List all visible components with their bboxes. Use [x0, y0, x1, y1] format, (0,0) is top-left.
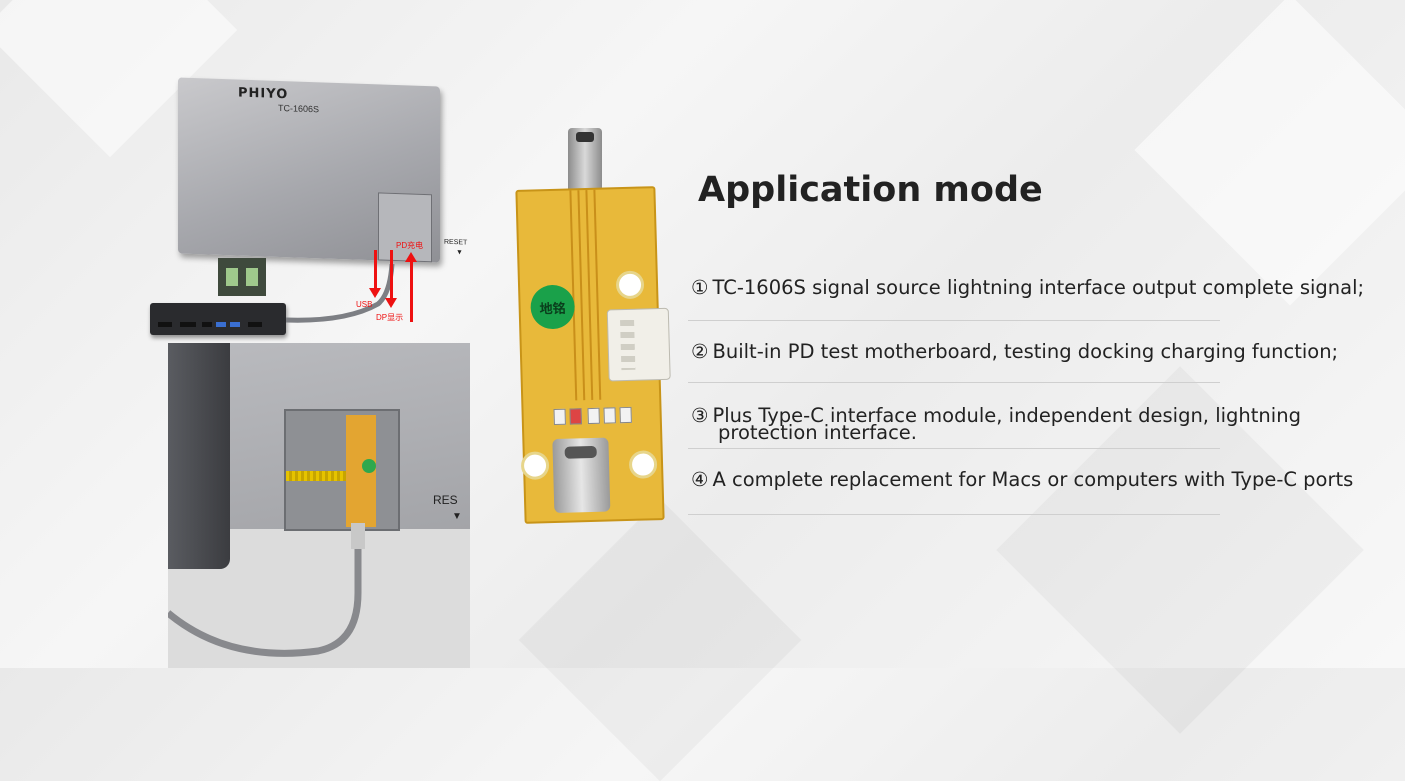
- green-module: [246, 268, 258, 286]
- item-number: ④: [691, 468, 709, 491]
- divider: [688, 514, 1220, 515]
- pcb-trace: [585, 190, 594, 400]
- port-opening: [284, 409, 400, 531]
- item-text: TC-1606S signal source lightning interfa…: [712, 276, 1365, 299]
- item-number: ①: [691, 276, 709, 299]
- item-text: Plus Type-C interface module, independen…: [712, 404, 1301, 427]
- type-c-cable: [168, 523, 365, 657]
- item-text-continuation: protection interface.: [718, 421, 917, 444]
- reset-triangle-icon: ▼: [456, 249, 463, 257]
- device-body: PHIYO TC-1606S RESET ▼: [178, 77, 467, 263]
- pcb-trace: [577, 190, 586, 401]
- closeup-photo: RES ▼: [168, 343, 470, 668]
- mounting-hole: [615, 270, 645, 300]
- reset-triangle-icon: ▼: [452, 511, 462, 522]
- usb-c-port: [552, 437, 611, 514]
- reset-label-closeup: RES: [433, 493, 458, 507]
- page-title: Application mode: [698, 170, 1043, 210]
- reset-label: RESET: [444, 238, 468, 247]
- hub-port: [180, 322, 196, 327]
- hub-port: [202, 322, 212, 327]
- smd-component: [553, 408, 566, 426]
- green-stamp: 地铭: [530, 284, 576, 330]
- divider: [688, 382, 1220, 383]
- item-number: ②: [691, 340, 709, 363]
- usb-hub-closeup: [168, 343, 230, 569]
- smd-component: [569, 408, 582, 425]
- hub-port-hdmi: [248, 322, 262, 327]
- background-diamond: [519, 499, 802, 781]
- usb-hub: [150, 303, 286, 335]
- wire-bundle: [286, 471, 346, 481]
- device-brand: PHIYO: [238, 85, 289, 103]
- pcb-photo: 地铭: [496, 124, 672, 524]
- arrow-down-icon: [369, 250, 381, 298]
- smd-component: [603, 407, 616, 424]
- usb-c-plug: [568, 128, 602, 190]
- pcb-board: 地铭: [515, 186, 671, 524]
- device-photo: PHIYO TC-1606S RESET ▼ PD充电 USB DP显示: [150, 77, 470, 338]
- hub-cable: [286, 264, 395, 323]
- green-stamp-closeup: [362, 459, 376, 473]
- smd-component: [587, 407, 600, 425]
- hub-port-usb3: [230, 322, 240, 327]
- pd-charge-label: PD充电: [396, 241, 424, 250]
- divider: [688, 448, 1220, 449]
- device-model: TC-1606S: [278, 102, 320, 115]
- divider: [688, 320, 1220, 321]
- usb-label: USB: [356, 300, 373, 309]
- dp-display-label: DP显示: [376, 313, 404, 322]
- arrow-down-icon: [385, 250, 397, 308]
- interface-modules: [218, 258, 266, 296]
- hub-port-usb3: [216, 322, 226, 327]
- hub-port: [158, 322, 172, 327]
- wire-connector: [606, 307, 671, 382]
- background-diamond: [1134, 0, 1405, 306]
- green-module: [226, 268, 238, 286]
- item-number: ③: [691, 404, 709, 427]
- item-text: Built-in PD test motherboard, testing do…: [712, 340, 1339, 363]
- smd-component: [619, 406, 632, 424]
- mounting-hole: [520, 451, 550, 480]
- item-text: A complete replacement for Macs or compu…: [712, 468, 1354, 491]
- mounting-hole: [628, 450, 658, 479]
- arrow-up-icon: [405, 252, 417, 322]
- pcb-trace: [593, 189, 602, 400]
